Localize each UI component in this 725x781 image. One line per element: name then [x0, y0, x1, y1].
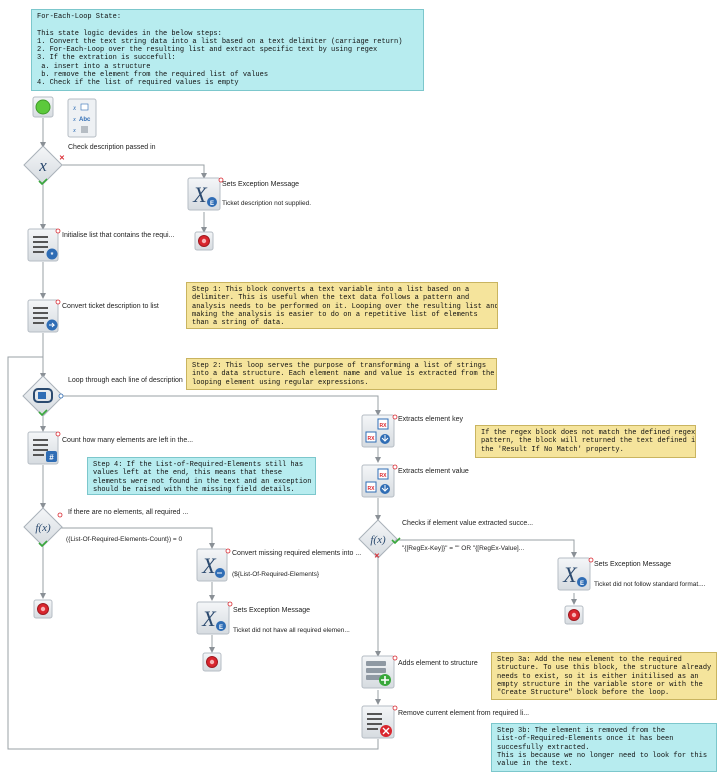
edge-check-exception	[59, 164, 207, 179]
svg-text:#: #	[49, 453, 54, 462]
check-description-decision[interactable]: x ✕	[23, 145, 65, 186]
svg-text:X: X	[192, 182, 208, 207]
extract-value-node[interactable]: RX RX	[361, 464, 398, 498]
condition-regex-text: "{[RegEx-Key]}" = "" OR "{[RegEx-Value].…	[402, 545, 525, 552]
svg-text:x: x	[72, 104, 77, 112]
check-description-label: Check description passed in	[68, 144, 156, 151]
sets-exception-label-3: Sets Exception Message	[594, 561, 672, 568]
svg-text:f(x): f(x)	[370, 534, 386, 546]
svg-text:x: x	[72, 116, 76, 123]
step3a-note: Step 3a: Add the new element to the requ…	[491, 652, 717, 700]
svg-text:x: x	[38, 156, 47, 175]
sets-exception-label-2: Sets Exception Message	[233, 607, 311, 614]
svg-text:X: X	[201, 553, 217, 578]
start-node[interactable]	[32, 96, 54, 118]
check-value-label: Checks if element value extracted succe.…	[402, 520, 534, 527]
exception-node-1[interactable]: X E	[187, 177, 224, 211]
step4-note: Step 4: If the List-of-Required-Elements…	[87, 457, 316, 495]
convert-ticket-label: Convert ticket description to list	[62, 303, 159, 310]
ticket-not-supplied-text: Ticket description not supplied.	[222, 200, 312, 207]
svg-text:x: x	[72, 127, 76, 134]
sets-exception-label-1: Sets Exception Message	[222, 181, 300, 188]
remove-element-label: Remove current element from required li.…	[398, 710, 530, 717]
svg-text:E: E	[210, 201, 214, 207]
svg-text:RX: RX	[380, 423, 388, 429]
stop-node-1[interactable]	[194, 231, 214, 251]
list-of-required-text: (${List-Of-Required-Elements}	[232, 571, 320, 578]
init-list-node[interactable]: *	[27, 228, 61, 262]
svg-text:X: X	[201, 606, 217, 631]
edge-loop-extractkey	[62, 395, 381, 416]
svg-text:RX: RX	[380, 473, 388, 479]
add-element-node[interactable]	[361, 655, 398, 689]
ticket-not-follow-text: Ticket did not follow standard format...…	[594, 581, 706, 588]
if-no-elements-label: If there are no elements, all required .…	[68, 509, 189, 516]
extract-key-node[interactable]: RX RX	[361, 414, 398, 448]
connectors	[7, 118, 577, 750]
stop-node-2[interactable]	[33, 599, 53, 619]
svg-text:f(x): f(x)	[35, 522, 51, 534]
if-no-elements-decision[interactable]: f(x)	[23, 507, 63, 548]
add-element-label: Adds element to structure	[398, 660, 478, 667]
svg-text:E: E	[219, 625, 223, 631]
edge-remove-loopback	[7, 356, 379, 750]
ticket-not-all-text: Ticket did not have all required elemen.…	[233, 627, 350, 634]
svg-text:✕: ✕	[374, 553, 380, 560]
variables-icon[interactable]: x x Abc x	[67, 98, 97, 138]
svg-text:RX: RX	[368, 486, 376, 492]
convert-missing-node[interactable]: X	[196, 548, 231, 582]
svg-text:✕: ✕	[59, 155, 65, 162]
loop-decision[interactable]	[22, 375, 64, 417]
step2-note: Step 2: This loop serves the purpose of …	[186, 358, 497, 390]
intro-note: For-Each-Loop State: This state logic de…	[31, 9, 424, 91]
loop-label: Loop through each line of description	[68, 377, 183, 384]
convert-missing-label: Convert missing required elements into .…	[232, 550, 362, 557]
edge-ifempty-convertmissing	[61, 527, 215, 549]
extract-key-label: Extracts element key	[398, 416, 463, 423]
svg-text:X: X	[562, 562, 578, 587]
step1-note: Step 1: This block converts a text varia…	[186, 282, 498, 329]
step3b-note: Step 3b: The element is removed from the…	[491, 723, 717, 772]
init-list-label: Initialise list that contains the requi.…	[62, 232, 175, 239]
edge-check-exception3	[396, 539, 577, 558]
count-elements-node[interactable]: #	[27, 431, 61, 465]
remove-element-node[interactable]	[361, 705, 398, 739]
extract-value-label: Extracts element value	[398, 468, 469, 475]
check-value-decision[interactable]: f(x) ✕	[358, 519, 401, 560]
stop-node-4[interactable]	[564, 605, 584, 625]
exception-node-3[interactable]: X E	[557, 557, 594, 591]
svg-text:E: E	[580, 581, 584, 587]
convert-ticket-node[interactable]	[27, 299, 61, 333]
svg-text:RX: RX	[368, 436, 376, 442]
count-elements-label: Count how many elements are left in the.…	[62, 437, 194, 444]
svg-text:Abc: Abc	[79, 117, 91, 123]
exception-node-2[interactable]: X E	[196, 601, 233, 635]
regex-note: If the regex block does not match the de…	[475, 425, 696, 458]
condition-count-text: ({List-Of-Required-Elements-Count}) = 0	[66, 536, 183, 543]
svg-text:*: *	[51, 252, 54, 259]
stop-node-3[interactable]	[202, 652, 222, 672]
